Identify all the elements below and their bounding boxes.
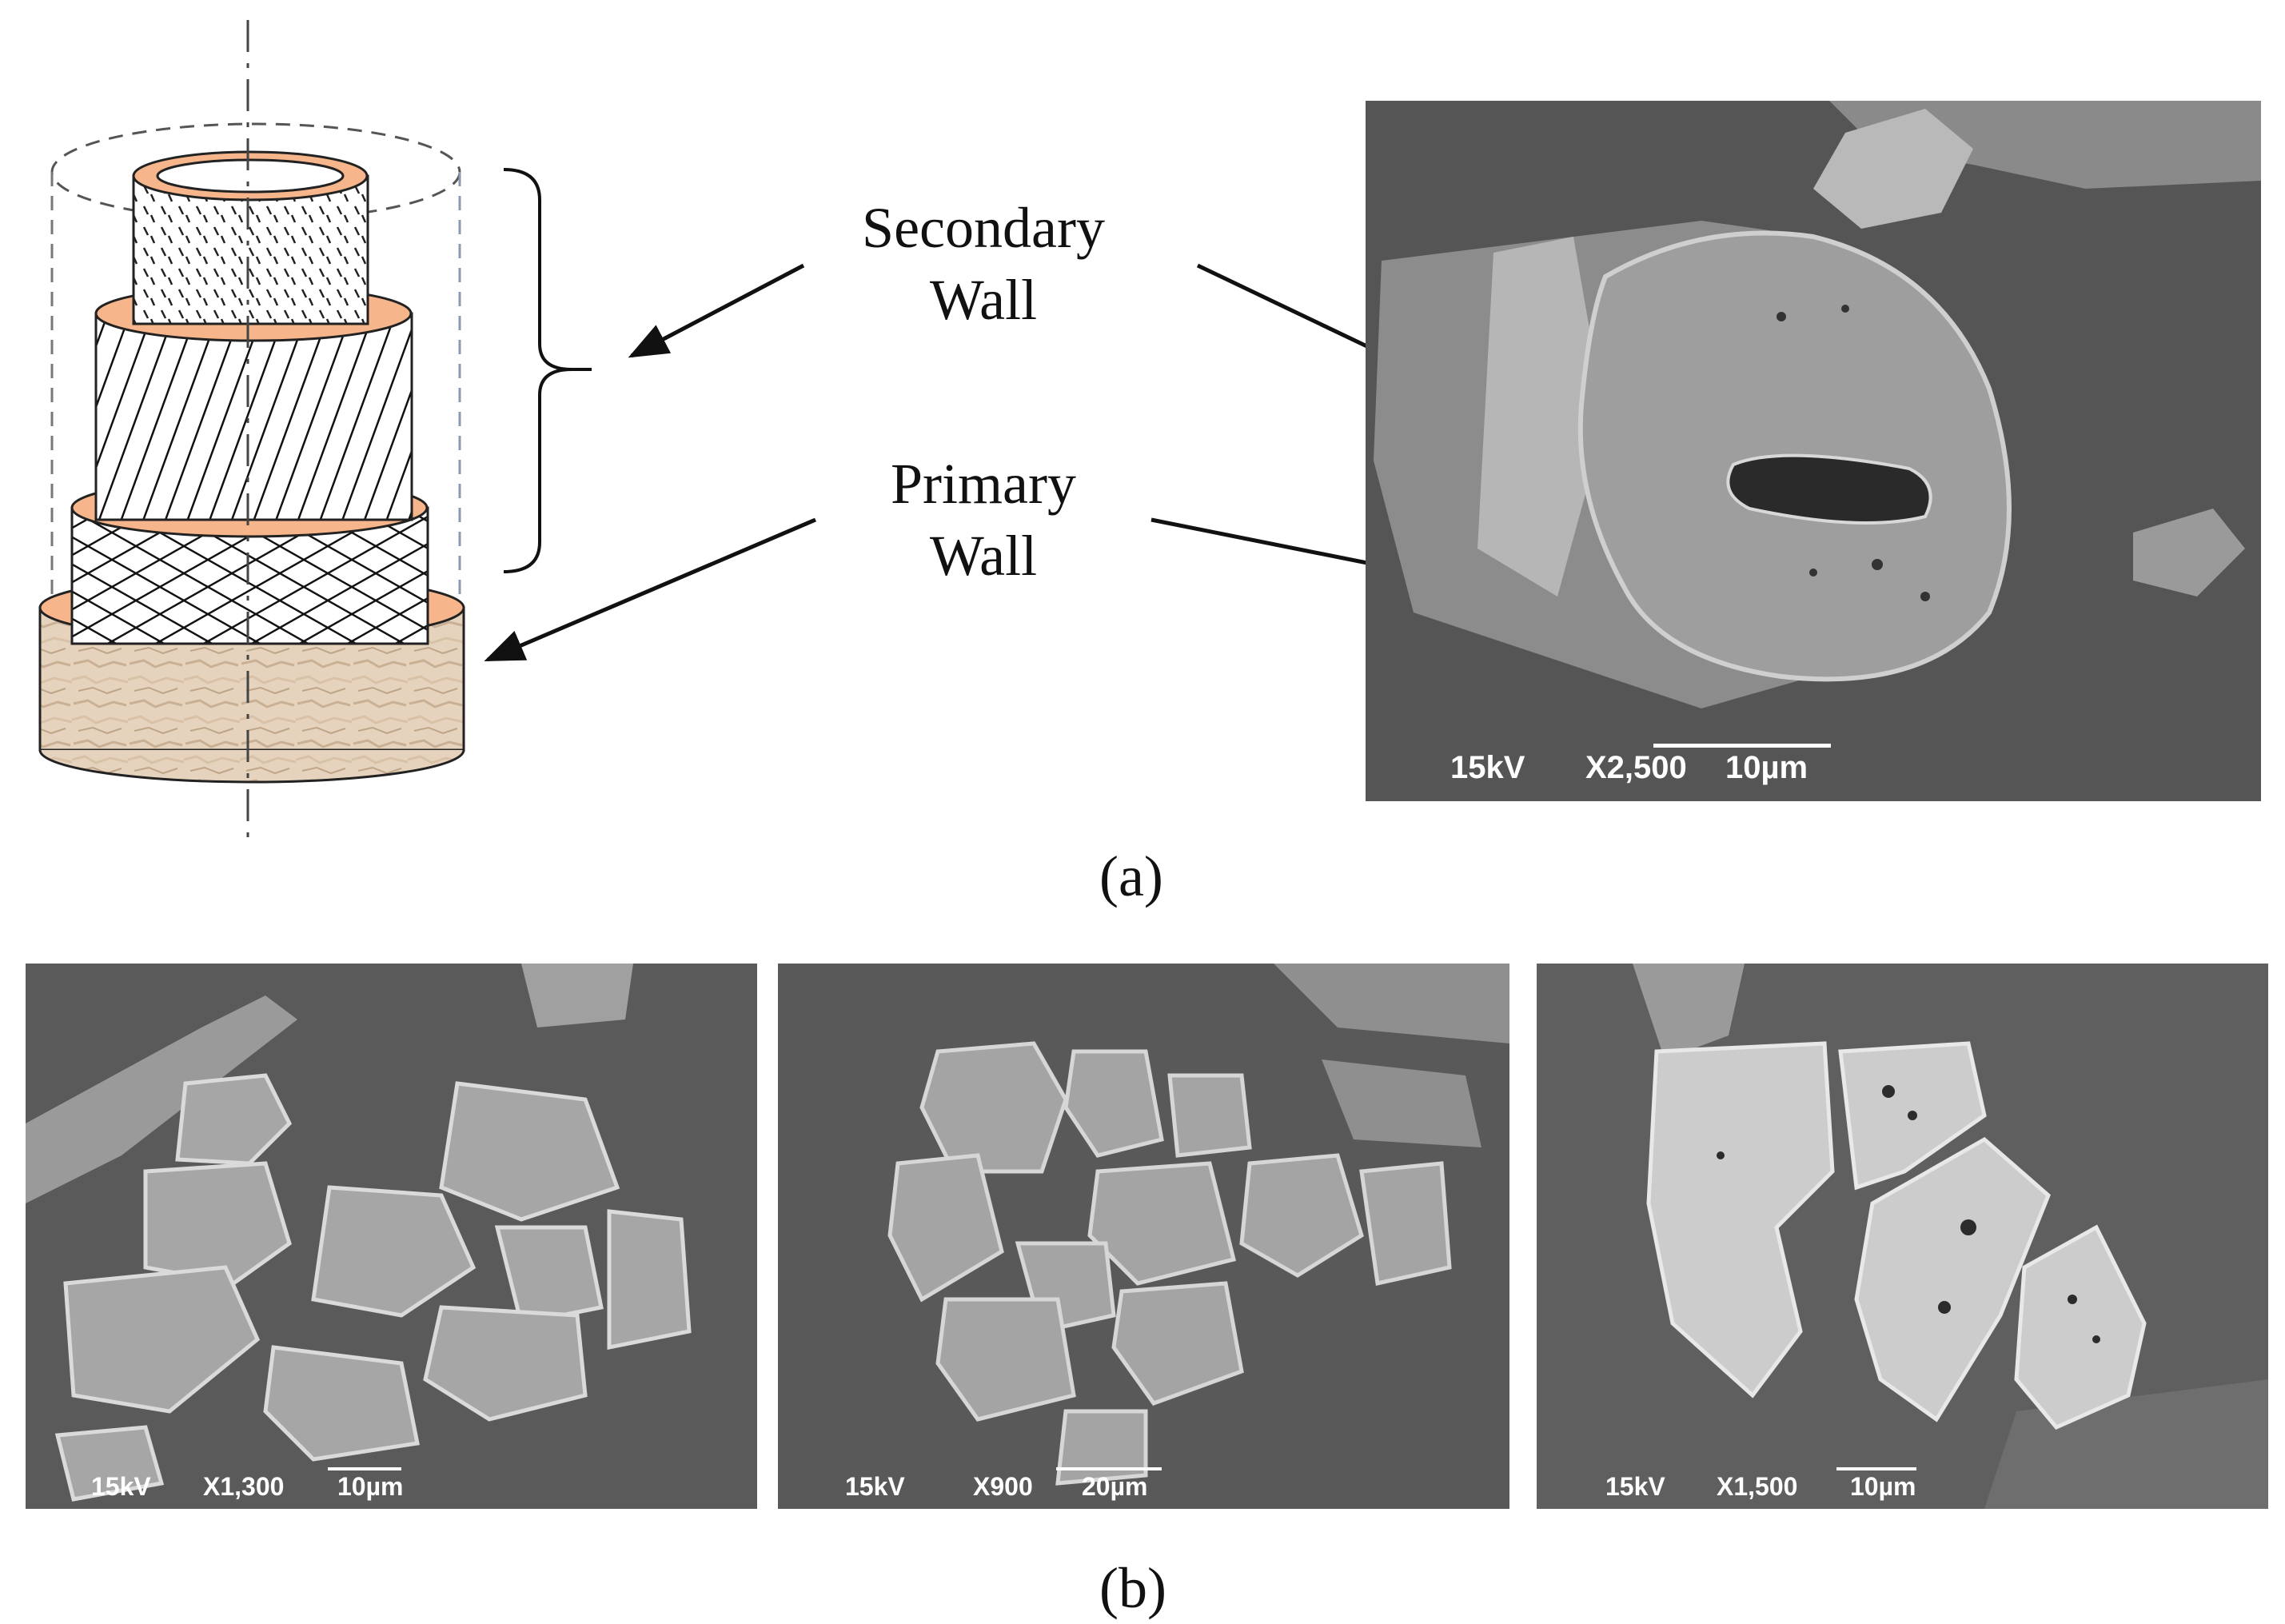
- sem-b3-scale-line: [1836, 1467, 1916, 1470]
- sem-a-scale-line: [1653, 744, 1831, 748]
- sem-b3-scale: 10µm: [1850, 1472, 1916, 1501]
- sem-b2-scale-line: [1056, 1467, 1162, 1470]
- sem-b1-info-bar: 15kV X1,300 10µm: [26, 1467, 757, 1509]
- sem-a-info-bar: 15kV X2,500 10µm: [1366, 740, 2261, 801]
- primary-wall-line2: Wall: [929, 524, 1038, 588]
- sem-b1-scale: 10µm: [337, 1472, 404, 1501]
- secondary-wall-line2: Wall: [929, 268, 1038, 332]
- sem-b1-scale-line: [328, 1467, 401, 1470]
- secondary-wall-bracket: [503, 168, 592, 573]
- sem-a-mag: X2,500: [1585, 750, 1687, 785]
- sem-b2-info-bar: 15kV X900 20µm: [778, 1467, 1509, 1509]
- sem-b1-kv: 15kV: [91, 1472, 151, 1501]
- sem-image-bundle-1: 15kV X1,300 10µm: [26, 964, 757, 1509]
- sem-b2-mag: X900: [973, 1472, 1033, 1501]
- sem-a-kv: 15kV: [1450, 750, 1525, 785]
- sem-image-bundle-3: 15kV X1,500 10µm: [1537, 964, 2268, 1509]
- primary-wall-label: Primary Wall: [831, 448, 1135, 592]
- arrow-primary-left: [484, 517, 816, 662]
- secondary-wall-line1: Secondary: [862, 196, 1105, 260]
- sem-b3-kv: 15kV: [1605, 1472, 1665, 1501]
- panel-b-label: (b): [1099, 1556, 1166, 1620]
- sem-b3-info-bar: 15kV X1,500 10µm: [1537, 1467, 2268, 1509]
- sem-b2-kv: 15kV: [845, 1472, 905, 1501]
- sem-a-scale: 10µm: [1725, 750, 1808, 785]
- sem-image-bundle-2: 15kV X900 20µm: [778, 964, 1509, 1509]
- arrow-secondary-left: [628, 263, 805, 358]
- primary-wall-line1: Primary: [891, 452, 1076, 516]
- secondary-wall-label: Secondary Wall: [831, 192, 1135, 336]
- sem-b3-mag: X1,500: [1717, 1472, 1798, 1501]
- panel-a-label: (a): [1099, 844, 1163, 908]
- sem-b2-scale: 20µm: [1082, 1472, 1148, 1501]
- fiber-wall-schematic: [38, 20, 465, 848]
- sem-b1-mag: X1,300: [203, 1472, 285, 1501]
- sem-image-fiber-cross-section: 15kV X2,500 10µm: [1366, 101, 2261, 801]
